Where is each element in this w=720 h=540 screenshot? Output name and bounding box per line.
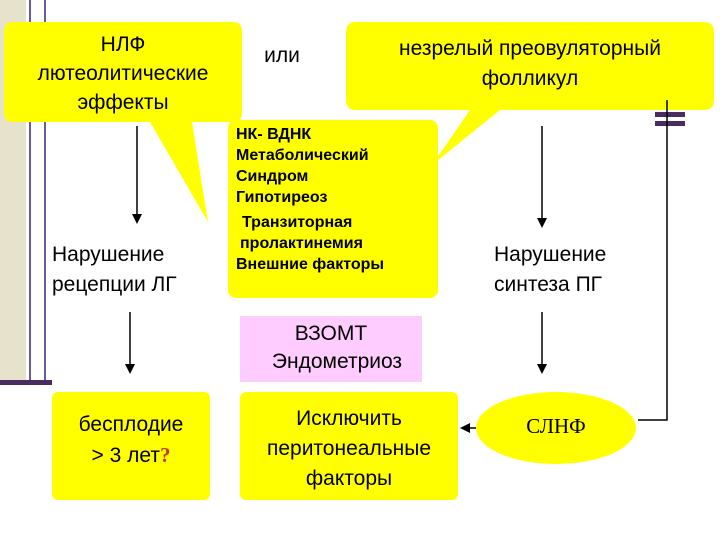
or-label: или <box>264 44 300 67</box>
pg-line: Нарушение <box>494 243 607 266</box>
question-mark: ? <box>159 443 171 467</box>
infertility-line: бесплодие <box>78 413 184 436</box>
causes-item: Внешние факторы <box>236 256 385 273</box>
causes-item: Гипотиреоз <box>236 189 328 206</box>
exclude-line: Исключить <box>296 407 402 430</box>
vzomt-box-shape <box>240 316 422 382</box>
left-decor-bar <box>0 380 52 385</box>
exclude-box-shape <box>240 392 458 500</box>
top-right-decor-bar <box>655 121 685 126</box>
follicle-line: фолликул <box>481 67 579 90</box>
slnf-ellipse-shape <box>476 392 636 464</box>
vzomt-line: Эндометриоз <box>271 350 403 373</box>
feedback-line-follicle-slnf <box>638 100 668 421</box>
lh-line: Нарушение <box>52 243 165 266</box>
causes-item: Транзиторная <box>242 214 353 231</box>
causes-box-shape <box>228 120 438 298</box>
causes-item: Метаболический <box>236 147 369 164</box>
lh-line: рецепции ЛГ <box>52 273 177 296</box>
nlf-line: лютеолитические <box>37 62 209 85</box>
infertility-box-shape <box>52 392 210 500</box>
left-decor-line <box>44 0 46 383</box>
nlf-label: НЛФ лютеолитические эффекты <box>4 30 242 117</box>
causes-item: пролактинемия <box>240 235 363 252</box>
top-right-decor-bar <box>655 112 685 117</box>
infertility-duration: > 3 лет <box>91 444 160 467</box>
follicle-label: незрелый преовуляторный фолликул <box>350 34 710 94</box>
exclude-line: перитонеальные <box>266 437 432 460</box>
pg-line: синтеза ПГ <box>494 273 603 296</box>
left-decor-line <box>29 0 31 383</box>
infertility-line: > 3 лет? <box>52 440 210 471</box>
slnf-label: СЛНФ <box>526 414 586 438</box>
vzomt-line: ВЗОМТ <box>294 322 368 345</box>
nlf-line: НЛФ <box>100 33 146 56</box>
exclude-line: факторы <box>305 467 393 490</box>
lh-label: Нарушение рецепции ЛГ <box>52 240 210 300</box>
infertility-label: бесплодие > 3 лет? <box>52 410 210 471</box>
causes-list: НК- ВДНК Метаболический Синдром Гипотире… <box>236 124 436 275</box>
follicle-callout-shape <box>346 22 714 165</box>
nlf-line: эффекты <box>77 91 169 114</box>
vzomt-label: ВЗОМТ Эндометриоз <box>240 320 422 376</box>
nlf-callout-shape <box>4 22 242 222</box>
pg-label: Нарушение синтеза ПГ <box>494 240 654 300</box>
causes-item: НК- ВДНК <box>236 126 312 143</box>
exclude-label: Исключить перитонеальные факторы <box>240 404 458 494</box>
follicle-line: незрелый преовуляторный <box>399 37 661 60</box>
causes-item: Синдром <box>236 168 309 185</box>
